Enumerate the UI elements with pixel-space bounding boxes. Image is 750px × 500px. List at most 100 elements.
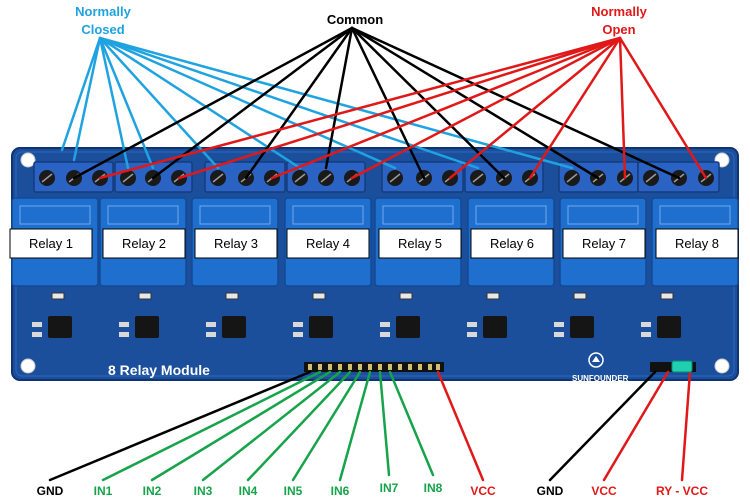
optocoupler-5: [396, 316, 420, 338]
relay-label-1: Relay 1: [29, 236, 73, 251]
screw-slot-4-2: [320, 173, 332, 183]
header-pin-3: [328, 364, 332, 370]
screw-slot-4-1: [294, 173, 306, 183]
wire-normally-open-6: [528, 36, 622, 180]
header-pin-4: [338, 364, 342, 370]
relay-marking-8: [659, 205, 731, 225]
wire-normally-open-3: [270, 36, 622, 180]
label-vcc-left: VCC: [470, 484, 496, 498]
wire-common-5: [350, 26, 426, 180]
resistor-b-8: [641, 332, 651, 337]
resistor-b-4: [293, 332, 303, 337]
resistor-3: [206, 322, 216, 327]
header-pin-14: [436, 364, 440, 370]
relay-label-4: Relay 4: [306, 236, 350, 251]
wire-in6: [338, 370, 372, 482]
relay-label-2: Relay 2: [122, 236, 166, 251]
relay-label-box-2: [102, 228, 186, 259]
mount-hole-top-left: [20, 152, 36, 168]
wire-normally-closed-2: [98, 36, 130, 170]
optocoupler-2: [135, 316, 159, 338]
label-in5: IN5: [284, 484, 303, 498]
resistor-b-5: [380, 332, 390, 337]
header-pin-9: [388, 364, 392, 370]
optocoupler-3: [222, 316, 246, 338]
wire-in3: [201, 370, 342, 482]
wire-in1: [101, 370, 322, 482]
wire-normally-open-5: [448, 36, 622, 180]
wire-in4: [246, 370, 352, 482]
wire-common-1: [72, 26, 354, 180]
screw-slot-7-1: [566, 173, 578, 183]
label-in1: IN1: [94, 484, 113, 498]
wire-in8: [388, 370, 435, 477]
label-normally-closed-1: Normally: [75, 4, 131, 19]
relay-marking-1: [19, 205, 91, 225]
wire-common-3: [244, 26, 354, 180]
label-normally-closed-2: Closed: [81, 22, 124, 37]
screw-slot-1-1: [41, 173, 53, 183]
wire-normally-open-7: [618, 36, 627, 180]
wire-gnd-right: [548, 370, 657, 482]
resistor-5: [380, 322, 390, 327]
relay-marking-6: [475, 205, 547, 225]
label-gnd-right: GND: [537, 484, 564, 498]
resistor-b-1: [32, 332, 42, 337]
resistor-8: [641, 322, 651, 327]
relay-label-box-1: [9, 228, 93, 259]
optocoupler-8: [657, 316, 681, 338]
label-normally-open-2: Open: [602, 22, 635, 37]
board-title: 8 Relay Module: [108, 362, 210, 378]
label-in6: IN6: [331, 484, 350, 498]
relay-label-6: Relay 6: [490, 236, 534, 251]
screw-slot-2-1: [122, 173, 134, 183]
relay-marking-3: [199, 205, 271, 225]
wire-normally-open-8: [618, 36, 708, 180]
wire-normally-closed-1: [72, 36, 102, 162]
led-4: [312, 292, 326, 300]
resistor-b-3: [206, 332, 216, 337]
label-common: Common: [327, 12, 383, 27]
wire-normally-open-1: [98, 36, 622, 180]
wire-normally-closed-5: [98, 36, 302, 170]
wire-normally-closed-3: [98, 36, 155, 170]
header-pin-10: [398, 364, 402, 370]
screw-slot-8-1: [645, 173, 657, 183]
wire-normally-closed-4: [98, 36, 220, 170]
jumper-cap: [671, 360, 693, 373]
led-2: [138, 292, 152, 300]
wire-ry-vcc: [680, 370, 692, 482]
screw-slot-3-1: [212, 173, 224, 183]
wire-in5: [291, 370, 362, 482]
wire-normally-closed-extra: [60, 36, 102, 152]
label-in8: IN8: [424, 481, 443, 495]
resistor-b-2: [119, 332, 129, 337]
label-in7: IN7: [380, 481, 399, 495]
led-8: [660, 292, 674, 300]
resistor-6: [467, 322, 477, 327]
led-1: [51, 292, 65, 300]
led-5: [399, 292, 413, 300]
label-in4: IN4: [239, 484, 258, 498]
wire-normally-open-2: [177, 36, 622, 180]
relay-marking-4: [292, 205, 364, 225]
input-header: [304, 362, 444, 372]
wire-vcc-right: [602, 370, 670, 482]
led-3: [225, 292, 239, 300]
relay-marking-2: [107, 205, 179, 225]
wire-vcc-left: [436, 370, 485, 482]
label-in2: IN2: [143, 484, 162, 498]
header-pin-11: [408, 364, 412, 370]
resistor-b-6: [467, 332, 477, 337]
wire-gnd-left: [48, 370, 312, 482]
relay-label-box-7: [562, 228, 646, 259]
screw-slot-5-1: [389, 173, 401, 183]
wire-in7: [378, 370, 391, 477]
wire-common-7: [350, 26, 600, 180]
relay-label-box-8: [655, 228, 739, 259]
led-6: [486, 292, 500, 300]
relay-label-8: Relay 8: [675, 236, 719, 251]
header-pin-13: [428, 364, 432, 370]
